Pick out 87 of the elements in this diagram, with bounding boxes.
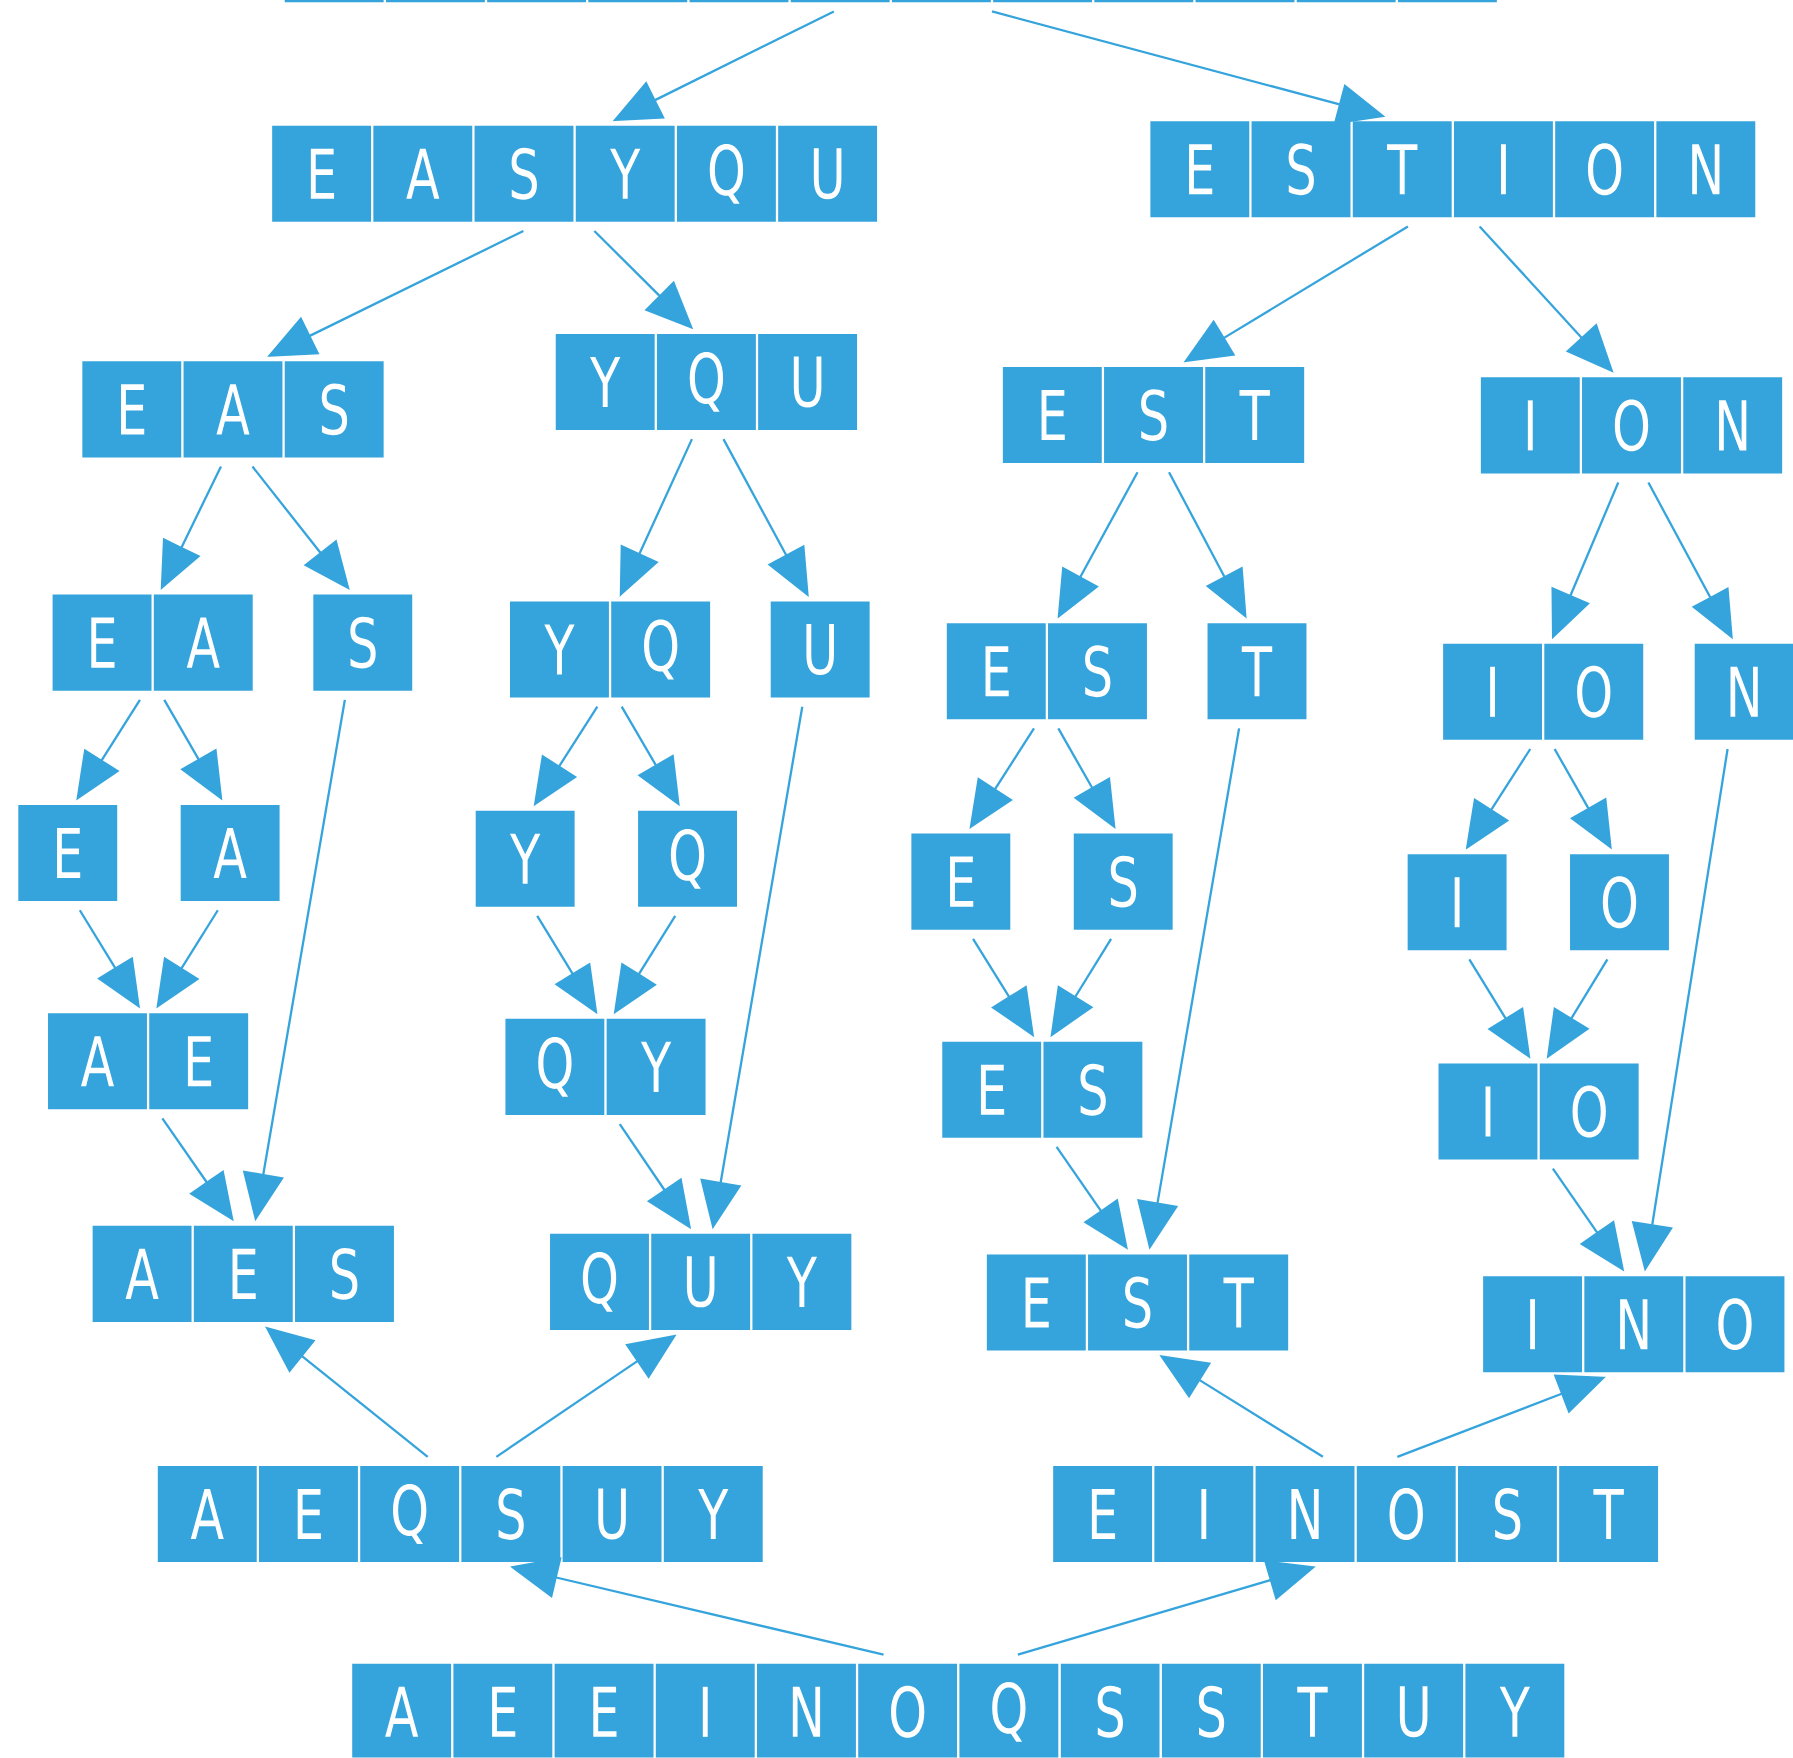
- letter-tile: E: [942, 1041, 1042, 1138]
- letter-tile: Y: [555, 334, 655, 431]
- letter-tile: O: [1539, 1063, 1639, 1160]
- letter-tile: I: [655, 1664, 755, 1758]
- letter-tile: O: [1685, 1276, 1785, 1373]
- letter-tile: T: [1205, 367, 1305, 464]
- letter-tile: Q: [360, 1466, 460, 1563]
- letter-tile: Y: [575, 126, 675, 223]
- letter-tile-row: [284, 0, 1497, 3]
- letter-tile: I: [1438, 1063, 1538, 1160]
- letter-tile: O: [858, 1664, 958, 1758]
- letter-tile: I: [1443, 644, 1542, 741]
- letter-tile: S: [474, 126, 574, 223]
- letter-tile: S: [1073, 833, 1173, 930]
- letter-tile: N: [1683, 377, 1783, 474]
- letter-tile: S: [313, 594, 413, 691]
- letter-tile: U: [770, 601, 870, 698]
- letter-tile: T: [1263, 1664, 1362, 1758]
- letter-tile: E: [18, 805, 118, 902]
- letter-tile: O: [1356, 1466, 1456, 1563]
- letter-tile: Q: [676, 126, 776, 223]
- letter-tile: A: [153, 594, 253, 691]
- letter-tile: I: [1483, 1276, 1583, 1373]
- letter-tile: Q: [959, 1664, 1059, 1758]
- letter-tile: E: [946, 623, 1046, 720]
- letter-tile: Q: [611, 601, 711, 698]
- letter-tile: E: [82, 361, 182, 458]
- letter-tile: E: [193, 1226, 293, 1323]
- letter-tile: Y: [752, 1234, 852, 1331]
- letter-tile: E: [986, 1254, 1086, 1351]
- letter-tile: Q: [656, 334, 756, 431]
- letter-tile: N: [1584, 1276, 1684, 1373]
- letter-tile: I: [1407, 854, 1507, 951]
- letter-tile: I: [1480, 377, 1580, 474]
- letter-tile: S: [1457, 1466, 1557, 1563]
- letter-tile: E: [272, 126, 372, 223]
- letter-tile: A: [48, 1013, 147, 1110]
- letter-tile: T: [1352, 121, 1452, 218]
- letter-tile: S: [1060, 1664, 1160, 1758]
- letter-tile: S: [1048, 623, 1147, 720]
- letter-tile: Q: [550, 1234, 649, 1331]
- letter-tile: A: [157, 1466, 257, 1563]
- letter-tile: S: [284, 361, 384, 458]
- letter-tile: S: [295, 1226, 394, 1323]
- letter-tile: Q: [505, 1019, 605, 1116]
- letter-tile: A: [183, 361, 283, 458]
- letter-tile: I: [1453, 121, 1553, 218]
- letter-tile: I: [1154, 1466, 1254, 1563]
- letter-tile: S: [1161, 1664, 1261, 1758]
- letter-tile: T: [1559, 1466, 1659, 1563]
- letter-tile: N: [1694, 644, 1793, 741]
- letter-tile: E: [911, 833, 1011, 930]
- letter-tile: O: [1570, 854, 1669, 951]
- letter-tile: U: [758, 334, 858, 431]
- letter-tile: Q: [638, 810, 737, 907]
- letter-tile: E: [1053, 1466, 1153, 1563]
- letter-tile: O: [1555, 121, 1655, 218]
- letter-tile: Y: [606, 1019, 706, 1116]
- letter-tile: S: [1043, 1041, 1143, 1138]
- letter-tile: Y: [475, 810, 575, 907]
- letter-tile: E: [1002, 367, 1102, 464]
- letter-tile: Y: [1465, 1664, 1565, 1758]
- letter-tile: E: [259, 1466, 358, 1563]
- letter-tile: Y: [663, 1466, 763, 1563]
- letter-tile: E: [52, 594, 152, 691]
- letter-tile: A: [352, 1664, 452, 1758]
- letter-tile: E: [1150, 121, 1250, 218]
- letter-tile: A: [373, 126, 473, 223]
- letter-tile: S: [1104, 367, 1203, 464]
- letter-tile: Y: [510, 601, 609, 698]
- letter-tile: T: [1189, 1254, 1289, 1351]
- letter-tile: O: [1544, 644, 1644, 741]
- letter-tile: O: [1582, 377, 1681, 474]
- letter-tile: N: [1656, 121, 1756, 218]
- letter-tile: N: [757, 1664, 856, 1758]
- letter-tile: U: [778, 126, 878, 223]
- letter-tile: A: [92, 1226, 192, 1323]
- letter-tile: U: [651, 1234, 751, 1331]
- letter-tile: S: [1251, 121, 1351, 218]
- letter-tile: U: [1364, 1664, 1464, 1758]
- letter-tile: T: [1207, 623, 1307, 720]
- letter-tile: S: [1088, 1254, 1187, 1351]
- letter-tile: E: [554, 1664, 654, 1758]
- letter-tile: E: [149, 1013, 249, 1110]
- letter-tile: A: [180, 805, 280, 902]
- letter-tile: E: [453, 1664, 553, 1758]
- letter-tile: U: [562, 1466, 662, 1563]
